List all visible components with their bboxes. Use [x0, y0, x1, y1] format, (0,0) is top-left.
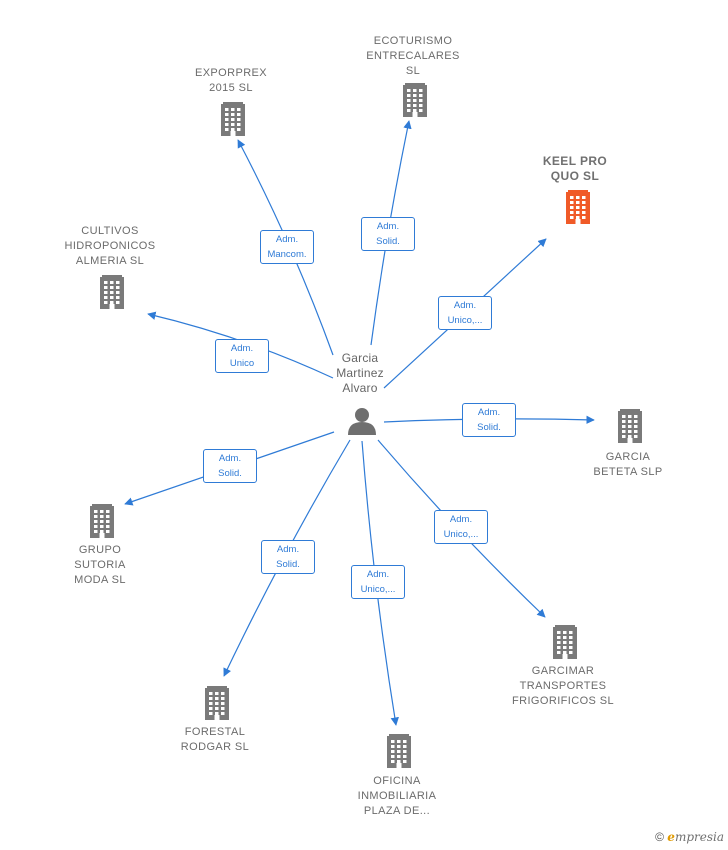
role-badge-exporprex[interactable]: Adm. Mancom.: [260, 230, 314, 264]
person-icon[interactable]: [348, 408, 376, 435]
building-icon[interactable]: [387, 734, 411, 768]
role-badge-oficina[interactable]: Adm. Unico,...: [351, 565, 405, 599]
building-icon[interactable]: [205, 686, 229, 720]
node-icons: [90, 83, 642, 768]
company-name-grupo-sutoria[interactable]: GRUPO SUTORIA MODA SL: [74, 544, 126, 586]
role-badge-grupo-sutoria[interactable]: Adm. Solid.: [203, 449, 257, 483]
company-name-garcimar[interactable]: GARCIMAR TRANSPORTES FRIGORIFICOS SL: [512, 665, 614, 707]
role-badge-keel[interactable]: Adm. Unico,...: [438, 296, 492, 330]
company-name-keel[interactable]: KEEL PRO QUO SL: [542, 154, 608, 183]
center-person-name[interactable]: Garcia Martinez Alvaro: [336, 351, 384, 395]
building-icon[interactable]: [553, 625, 577, 659]
building-icon[interactable]: [403, 83, 427, 117]
role-badge-ecoturismo[interactable]: Adm. Solid.: [361, 217, 415, 251]
company-name-ecoturismo[interactable]: ECOTURISMO ENTRECALARES SL: [366, 35, 460, 77]
footer-brand: © empresia: [655, 830, 724, 844]
company-name-forestal[interactable]: FORESTAL RODGAR SL: [180, 726, 250, 753]
company-name-garcia-beteta[interactable]: GARCIA BETETA SLP: [593, 451, 663, 478]
brand-name: mpresia: [674, 830, 724, 844]
building-icon[interactable]: [221, 102, 245, 136]
company-name-oficina[interactable]: OFICINA INMOBILIARIA PLAZA DE...: [357, 775, 437, 817]
role-badge-forestal[interactable]: Adm. Solid.: [261, 540, 315, 574]
copyright-symbol: ©: [655, 830, 664, 844]
building-icon[interactable]: [566, 190, 590, 224]
brand-initial: e: [667, 830, 675, 844]
role-badge-cultivos[interactable]: Adm. Unico: [215, 339, 269, 373]
building-icon[interactable]: [90, 504, 114, 538]
role-badge-garcimar[interactable]: Adm. Unico,...: [434, 510, 488, 544]
role-badge-garcia-beteta[interactable]: Adm. Solid.: [462, 403, 516, 437]
company-name-cultivos[interactable]: CULTIVOS HIDROPONICOS ALMERIA SL: [64, 225, 156, 267]
company-name-exporprex[interactable]: EXPORPREX 2015 SL: [194, 67, 268, 94]
building-icon[interactable]: [100, 275, 124, 309]
building-icon[interactable]: [618, 409, 642, 443]
